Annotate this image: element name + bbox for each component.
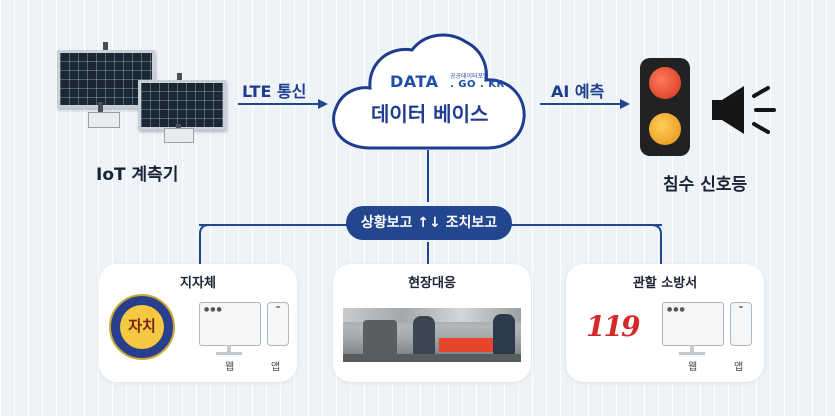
report-hub-pill: 상황보고 ↑↓ 조치보고 bbox=[346, 206, 512, 240]
lte-label: LTE 통신 bbox=[242, 82, 307, 101]
ai-label: AI 예측 bbox=[551, 82, 605, 101]
sensor-box bbox=[88, 112, 120, 128]
connector-left-corner bbox=[199, 224, 210, 268]
card-local-gov: 지자체 자치 ●●● 웹 앱 bbox=[99, 264, 297, 382]
amber-light-icon bbox=[649, 113, 681, 145]
web-monitor-icon: ●●● bbox=[199, 302, 261, 346]
signal-caption: 침수 신호등 bbox=[663, 175, 748, 195]
connector-right-corner bbox=[650, 224, 662, 268]
emblem-text: 자치 bbox=[128, 317, 156, 335]
app-label: 앱 bbox=[271, 362, 281, 373]
ai-arrow bbox=[540, 99, 630, 109]
cloud-shape bbox=[332, 33, 526, 150]
autonomy-emblem-icon: 자치 bbox=[109, 294, 175, 360]
card-field-response: 현장대응 bbox=[333, 264, 531, 382]
logo-sub: 공공데이터포털 bbox=[450, 73, 489, 80]
app-phone-icon bbox=[730, 302, 752, 346]
fire-119-logo: 119 bbox=[586, 310, 640, 343]
red-light-icon bbox=[649, 67, 681, 99]
card-fire-station: 관할 소방서 119 ●●● 웹 앱 bbox=[566, 264, 764, 382]
card-title: 지자체 bbox=[180, 276, 216, 291]
cloud-title: 데이터 베이스 bbox=[371, 102, 489, 126]
solar-panel-large bbox=[57, 50, 155, 108]
app-label: 앱 bbox=[734, 362, 744, 373]
signal-light-body bbox=[640, 58, 690, 156]
sensor-box bbox=[164, 128, 194, 143]
logo-domain: . GO . KR bbox=[450, 79, 505, 90]
speaker-icon bbox=[712, 86, 776, 134]
card-title: 현장대응 bbox=[408, 276, 456, 291]
web-label: 웹 bbox=[688, 362, 698, 373]
solar-panel-small bbox=[138, 80, 226, 130]
connector-center-down bbox=[427, 242, 429, 266]
iot-caption: IoT 계측기 bbox=[96, 165, 179, 185]
logo-data: DATA bbox=[390, 72, 439, 91]
app-phone-icon bbox=[267, 302, 289, 346]
card-title: 관할 소방서 bbox=[632, 276, 698, 291]
web-label: 웹 bbox=[225, 362, 235, 373]
lte-arrow bbox=[238, 99, 328, 109]
field-response-photo bbox=[343, 308, 521, 362]
data-go-kr-logo: DATA 공공데이터포털 . GO . KR bbox=[390, 72, 504, 91]
connector-vertical-main bbox=[427, 150, 429, 202]
web-monitor-icon: ●●● bbox=[662, 302, 724, 346]
